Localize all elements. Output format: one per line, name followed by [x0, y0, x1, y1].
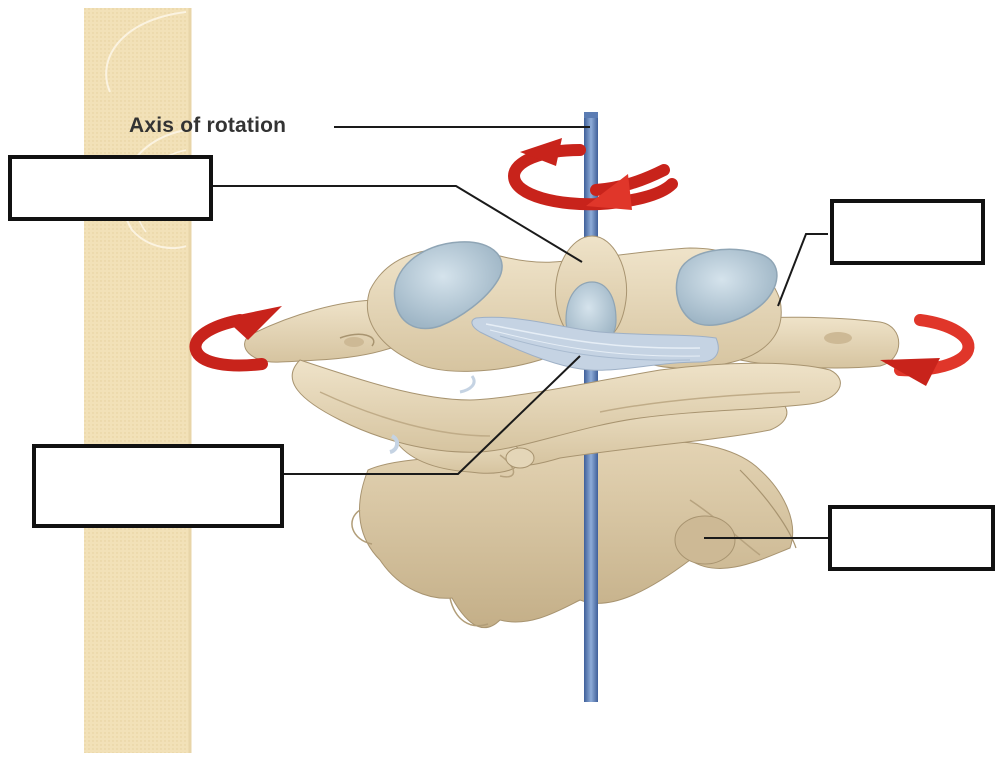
- blank-label-box-body: [828, 505, 995, 571]
- blank-label-box-dens: [8, 155, 213, 221]
- blank-label-box-ligament: [32, 444, 284, 528]
- facet-leader-line: [778, 234, 828, 306]
- axis-of-rotation-label: Axis of rotation: [129, 114, 286, 138]
- axis-vertebra-body: [352, 442, 796, 628]
- blank-label-box-facet: [830, 199, 985, 265]
